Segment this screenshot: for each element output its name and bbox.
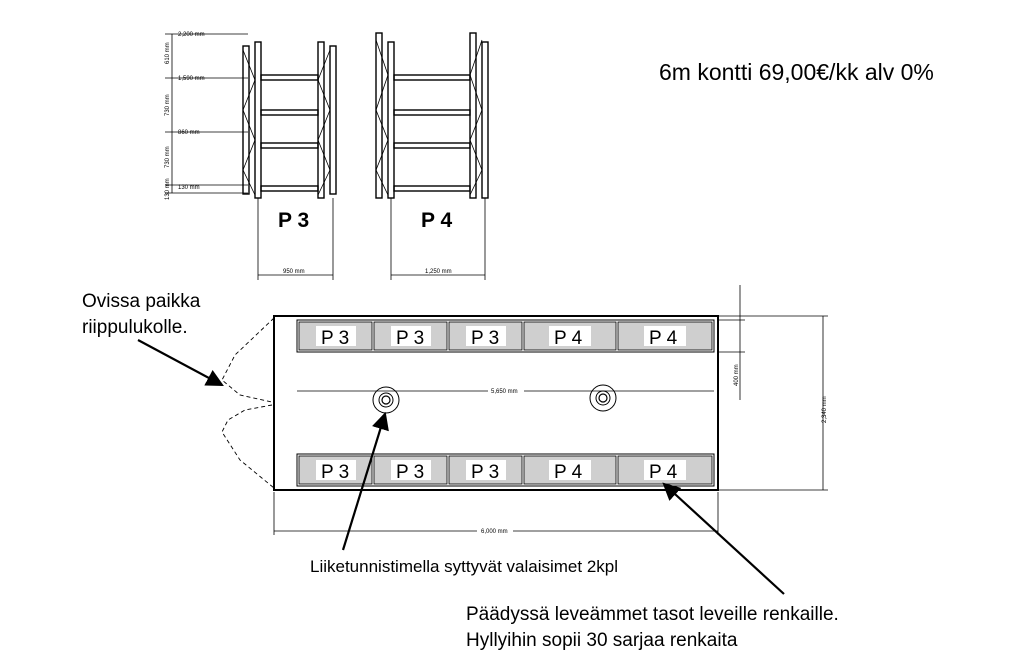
end-note-line2: Hyllyihin sopii 30 sarjaa renkaita	[466, 630, 738, 651]
bottom-shelf-2: P 3	[396, 462, 424, 483]
height-label-1: 2,200 mm	[178, 32, 205, 38]
padlock-arrow	[137, 339, 224, 387]
height-label-3: 860 mm	[178, 130, 200, 136]
rack-p4-width: 1,250 mm	[425, 269, 452, 275]
rack-p3-label: P 3	[278, 209, 309, 232]
container-plan: P 3 P 3 P 3 P 4 P 4 P 3 P 3 P 3 P 4 P 4	[221, 285, 828, 535]
shelf-depth-label: 400 mm	[734, 364, 740, 386]
rack-elevation-group: 2,200 mm 1,590 mm 860 mm 130 mm 610 mm 7…	[165, 32, 489, 280]
container-width-label: 2,340 mm	[822, 396, 828, 423]
bottom-shelf-4: P 4	[554, 462, 583, 483]
price-text: 6m kontti 69,00€/kk alv 0%	[659, 59, 934, 85]
height-label-2: 1,590 mm	[178, 76, 205, 82]
lights-note: Liiketunnistimella syttyvät valaisimet 2…	[310, 557, 618, 576]
padlock-note: Ovissa paikka riippulukolle.	[82, 291, 206, 338]
bottom-shelf-5: P 4	[649, 462, 678, 483]
top-shelf-5: P 4	[649, 328, 678, 349]
bottom-shelf-1: P 3	[321, 462, 349, 483]
spacing-label-2: 730 mm	[165, 94, 171, 116]
rack-p4-elevation: P 4 1,250 mm	[375, 32, 489, 280]
height-dims: 2,200 mm 1,590 mm 860 mm 130 mm 610 mm 7…	[165, 32, 248, 200]
inner-length-label: 5,650 mm	[491, 389, 518, 395]
padlock-note-line1: Ovissa paikka	[82, 291, 201, 312]
top-shelf-2: P 3	[396, 328, 424, 349]
container-length-label: 6,000 mm	[481, 529, 508, 535]
bottom-shelf-3: P 3	[471, 462, 499, 483]
top-shelf-4: P 4	[554, 328, 583, 349]
spacing-label-3: 730 mm	[165, 146, 171, 168]
rack-p4-label: P 4	[421, 209, 452, 232]
lights-arrow	[341, 411, 389, 551]
rack-p3-elevation: P 3 950 mm	[242, 41, 337, 280]
end-note-arrow	[662, 482, 785, 595]
height-label-4: 130 mm	[178, 185, 200, 191]
padlock-note-line2: riippulukolle.	[82, 317, 188, 338]
top-shelf-3: P 3	[471, 328, 499, 349]
lamp-icon	[589, 384, 617, 412]
top-shelf-1: P 3	[321, 328, 349, 349]
top-shelf-row: P 3 P 3 P 3 P 4 P 4	[296, 319, 715, 353]
end-note-line1: Päädyssä leveämmet tasot leveille renkai…	[466, 604, 839, 625]
spacing-label-1: 610 mm	[165, 42, 171, 64]
bottom-shelf-row: P 3 P 3 P 3 P 4 P 4	[296, 453, 715, 487]
door-swing	[221, 317, 275, 489]
rack-p3-width: 950 mm	[283, 269, 305, 275]
spacing-label-4: 130 mm	[165, 178, 171, 200]
